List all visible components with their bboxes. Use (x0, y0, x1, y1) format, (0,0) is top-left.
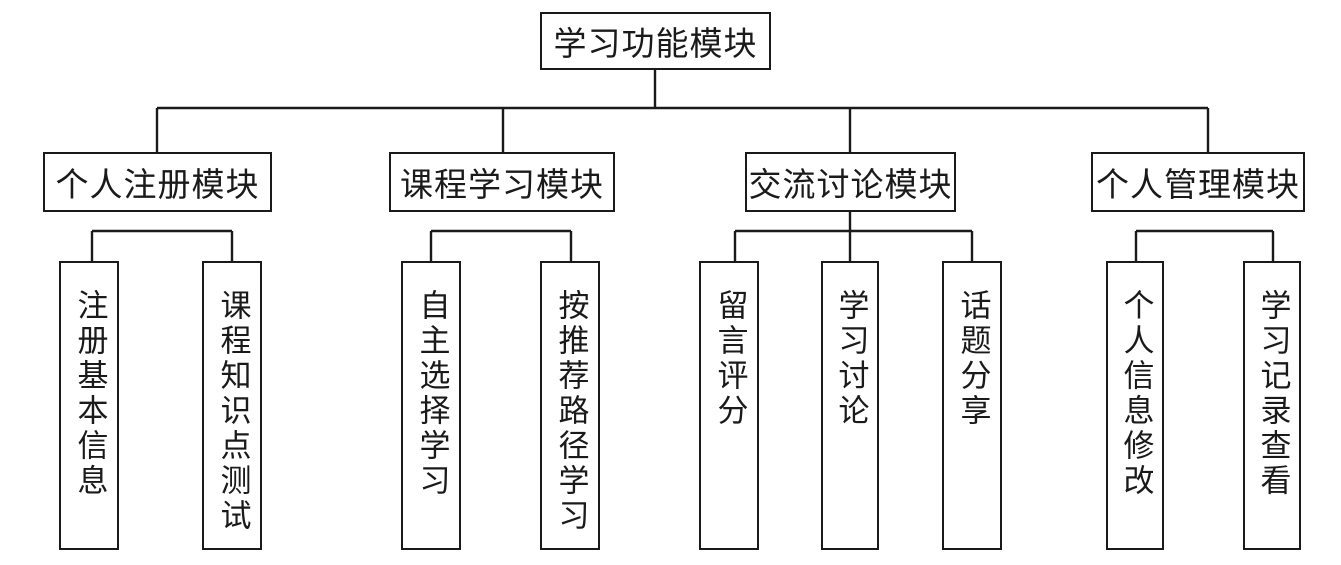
leaf-label: 话题分享 (954, 289, 991, 429)
module-label: 课程学习模块 (400, 165, 604, 204)
leaf-label: 留言评分 (711, 289, 748, 429)
leaf-box-recommended-path: 按推荐路径学习 (540, 261, 600, 550)
leaf-label: 个人信息修改 (1117, 289, 1154, 499)
leaf-label: 注册基本信息 (71, 289, 108, 499)
leaf-box-study-discussion: 学习讨论 (821, 261, 879, 550)
leaf-box-self-study: 自主选择学习 (401, 261, 461, 550)
leaf-label: 学习讨论 (832, 289, 869, 429)
leaf-box-topic-sharing: 话题分享 (942, 261, 1002, 550)
module-box-registration: 个人注册模块 (43, 152, 272, 212)
module-label: 交流讨论模块 (748, 165, 953, 204)
module-box-discussion: 交流讨论模块 (745, 152, 956, 212)
leaf-label: 课程知识点测试 (214, 289, 251, 534)
root-box: 学习功能模块 (540, 12, 771, 70)
leaf-box-register-info: 注册基本信息 (59, 261, 119, 550)
leaf-box-comment-rating: 留言评分 (699, 261, 759, 550)
module-label: 个人管理模块 (1096, 165, 1300, 204)
leaf-label: 自主选择学习 (413, 289, 450, 499)
leaf-label: 学习记录查看 (1254, 289, 1291, 499)
leaf-box-view-study-records: 学习记录查看 (1243, 261, 1301, 550)
leaf-label: 按推荐路径学习 (552, 289, 589, 534)
module-label: 个人注册模块 (55, 165, 260, 204)
root-label: 学习功能模块 (553, 24, 758, 63)
leaf-box-edit-personal-info: 个人信息修改 (1106, 261, 1164, 550)
leaf-box-knowledge-test: 课程知识点测试 (202, 261, 262, 550)
module-box-personal-management: 个人管理模块 (1091, 152, 1305, 212)
module-box-course-study: 课程学习模块 (389, 152, 615, 212)
